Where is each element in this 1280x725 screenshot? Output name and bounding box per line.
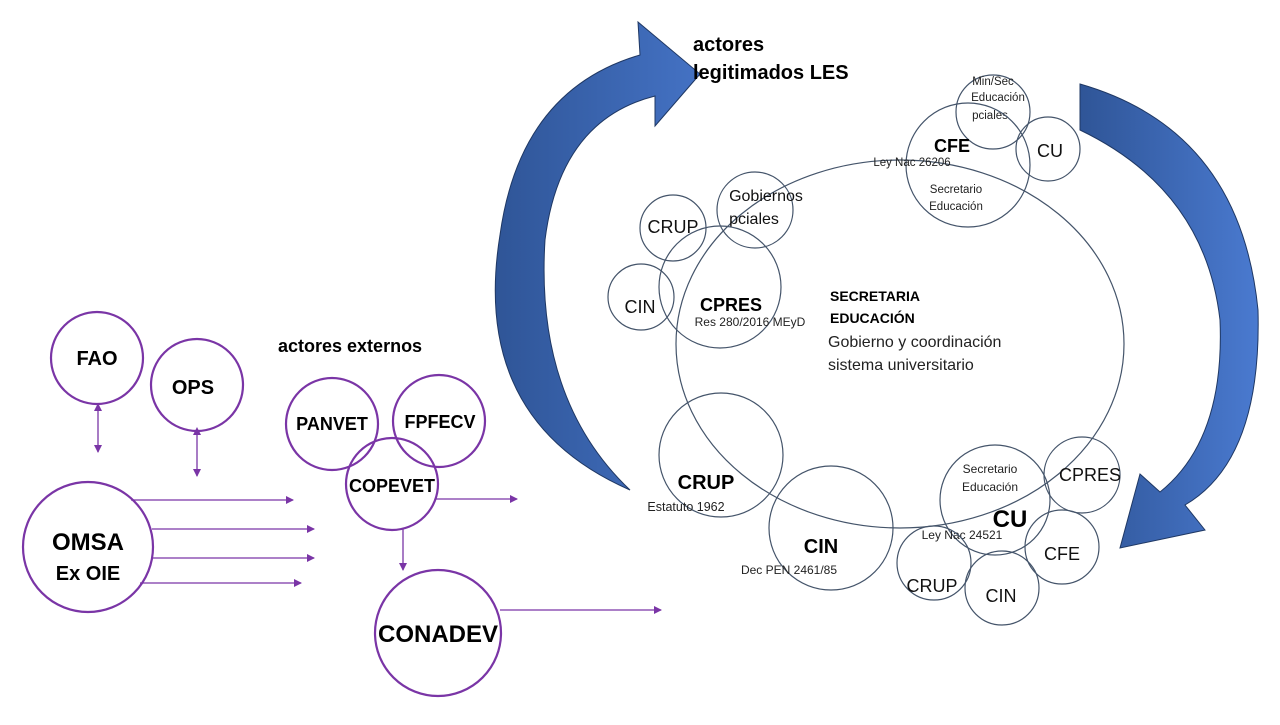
cfe-top-sec-line1: Secretario: [930, 184, 982, 196]
cu-bottom-law: Ley Nac 24521: [922, 528, 1003, 542]
cpres-node: [658, 225, 782, 349]
cin-small-node: [607, 263, 675, 331]
crup-tiny-label: CRUP: [906, 576, 957, 596]
min-sec-line3: pciales: [972, 110, 1008, 122]
cfe-small-label: CFE: [1044, 544, 1080, 564]
fpfecv-node: [391, 373, 487, 469]
cfe-top-law: Ley Nac 26206: [873, 157, 950, 169]
omsa-label: OMSA: [52, 529, 124, 556]
omsa-node: [21, 480, 155, 614]
heading-actores-externos: actores externos: [278, 336, 422, 356]
cpres-small-node: [1043, 436, 1121, 514]
secretaria-desc-line1: Gobierno y coordinación: [828, 334, 1001, 351]
cin-big-label: CIN: [804, 536, 838, 558]
ops-label: OPS: [172, 377, 214, 399]
secretaria-ellipse: [675, 159, 1125, 529]
fpfecv-label: FPFECV: [404, 412, 475, 432]
cfe-top-sec-line2: Educación: [929, 201, 983, 213]
cin-small-label: CIN: [625, 297, 656, 317]
secretaria-desc-line2: sistema universitario: [828, 357, 974, 374]
omsa-sublabel: Ex OIE: [56, 563, 120, 585]
cu-bottom-sec-line2: Educación: [962, 480, 1018, 494]
copevet-node: [344, 436, 440, 532]
cin-big-note: Dec PEN 2461/85: [741, 563, 837, 577]
curved-arrow-left: [494, 20, 701, 491]
cin-tiny-node: [964, 550, 1040, 626]
cfe-small-node: [1024, 509, 1100, 585]
secretaria-title-line1: SECRETARIA: [830, 288, 920, 304]
cpres-label: CPRES: [700, 295, 762, 315]
min-sec-line1: Min/Sec: [972, 76, 1014, 88]
conadev-node: [373, 568, 503, 698]
cfe-top-label: CFE: [934, 136, 970, 156]
min-sec-line2: Educación: [971, 92, 1025, 104]
gobiernos-line1: Gobiernos: [729, 188, 803, 205]
crup-big-node: [658, 392, 784, 518]
crup-big-label: CRUP: [678, 472, 735, 494]
cfe-top-node: [905, 102, 1031, 228]
cpres-res: Res 280/2016 MEyD: [695, 315, 806, 329]
cu-top-node: [1015, 116, 1081, 182]
conadev-label: CONADEV: [378, 621, 498, 648]
cu-bottom-label: CU: [993, 506, 1028, 533]
gobiernos-line2: pciales: [729, 211, 779, 228]
fao-label: FAO: [76, 348, 117, 370]
cu-top-label: CU: [1037, 141, 1063, 161]
cin-big-node: [768, 465, 894, 591]
crup-small-label: CRUP: [647, 217, 698, 237]
cin-tiny-label: CIN: [986, 586, 1017, 606]
panvet-label: PANVET: [296, 414, 368, 434]
cpres-small-label: CPRES: [1059, 465, 1121, 485]
secretaria-title-line2: EDUCACIÓN: [830, 309, 915, 326]
copevet-label: COPEVET: [349, 476, 435, 496]
panvet-node: [284, 376, 380, 472]
min-sec-node: [955, 74, 1031, 150]
curved-arrow-right: [1079, 83, 1259, 549]
crup-big-note: Estatuto 1962: [647, 500, 724, 514]
gobiernos-node: [716, 171, 794, 249]
cu-bottom-node: [939, 444, 1051, 556]
crup-tiny-node: [896, 525, 972, 601]
heading-legitimados-line2: legitimados LES: [693, 62, 849, 84]
heading-legitimados-line1: actores: [693, 34, 764, 56]
cu-bottom-sec-line1: Secretario: [963, 462, 1018, 476]
